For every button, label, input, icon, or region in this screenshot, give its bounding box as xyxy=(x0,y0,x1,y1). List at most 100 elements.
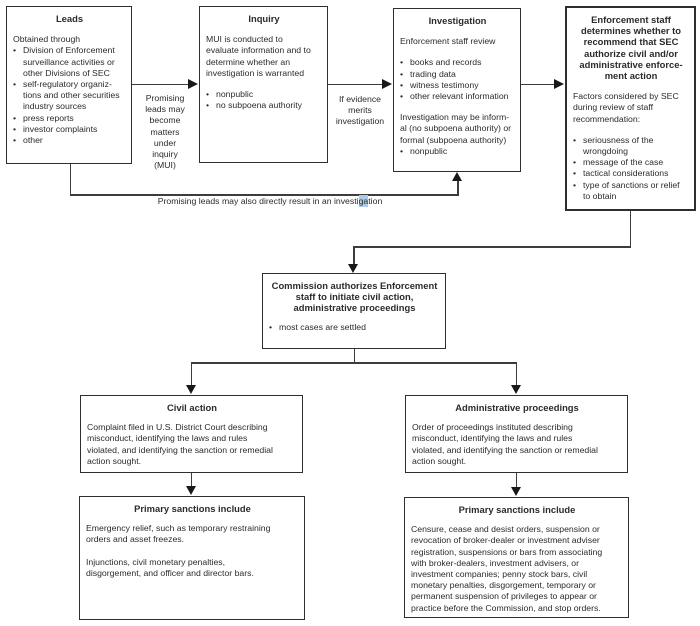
sanctions-admin-box: Primary sanctions include Censure, cease… xyxy=(404,497,629,618)
investigation-bullet-list: • books and records • trading data • witnes… xyxy=(400,57,515,102)
list-item-text: Division of Enforcement surveillance act… xyxy=(23,45,115,78)
commission-title: Commission authorizes Enforcement staff … xyxy=(271,280,438,314)
sanctions-civil-box: Primary sanctions include Emergency reli… xyxy=(79,496,305,620)
leads-title: Leads xyxy=(55,13,84,24)
bullet-marker: • xyxy=(573,157,577,168)
list-item-text: nonpublic xyxy=(216,89,254,100)
enforcement-intro: Factors considered by SEC during review … xyxy=(573,91,679,124)
list-item: • seriousness of the wrongdoing xyxy=(573,135,689,157)
sanctions-admin-title: Primary sanctions include xyxy=(458,504,576,515)
list-item: •tactical considerations xyxy=(573,168,689,179)
investigation-box: Investigation Enforcement staff review •… xyxy=(393,8,521,172)
bullet-marker: • xyxy=(573,134,577,145)
arrowhead-inquiry-investigation-icon xyxy=(382,78,392,89)
label-bypass-pre: Promising leads may also directly result… xyxy=(157,196,359,206)
connector-commission-down xyxy=(353,349,355,364)
enforcement-title: Enforcement staff determines whether to … xyxy=(579,14,683,82)
sanctions-civil-body: Emergency relief, such as temporary rest… xyxy=(86,523,271,579)
list-item: • message of the case xyxy=(573,157,689,168)
arrowhead-commission-icon xyxy=(348,264,358,273)
bullet-marker: • xyxy=(573,179,577,190)
civil-action-title: Civil action xyxy=(166,402,217,413)
bullet-marker: • xyxy=(13,112,17,123)
list-item-text: no subpoena authority xyxy=(216,100,302,111)
list-item-text: witness testimony xyxy=(410,79,479,90)
bullet-marker: • xyxy=(13,123,17,134)
connector-leads-inquiry xyxy=(132,83,189,85)
bullet-marker: • xyxy=(573,168,577,179)
bullet-marker: • xyxy=(400,79,404,90)
list-item: • Division of Enforcement surveillance ac… xyxy=(13,45,126,79)
list-item: • no subpoena authority xyxy=(206,100,322,111)
leads-box: Leads Obtained through • Division of Enfo… xyxy=(6,6,132,164)
label-inquiry-to-investigation: If evidence merits investigation xyxy=(335,94,385,127)
list-item: •press reports xyxy=(13,113,126,124)
arrowhead-leads-inquiry-icon xyxy=(188,78,198,89)
connector-branch-across xyxy=(190,362,517,364)
sanctions-admin-body: Censure, cease and desist orders, suspen… xyxy=(411,524,603,613)
list-item: • other relevant information xyxy=(400,91,515,102)
connector-enforcement-across xyxy=(353,246,631,248)
inquiry-bullet-list: • nonpublic • no subpoena authority xyxy=(206,89,322,111)
connector-bypass-down xyxy=(69,164,71,196)
label-leads-to-inquiry: Promising leads may become matters under… xyxy=(145,93,185,171)
list-item-text: other xyxy=(23,135,43,146)
enforcement-staff-box: Enforcement staff determines whether to … xyxy=(565,6,696,211)
admin-proceedings-body: Order of proceedings instituted describi… xyxy=(412,422,598,466)
list-item: • most cases are settled xyxy=(269,322,440,333)
admin-proceedings-title: Administrative proceedings xyxy=(455,402,579,413)
arrowhead-civil-sanctions-icon xyxy=(185,486,196,495)
leads-intro: Obtained through xyxy=(13,34,81,45)
connector-enforcement-down xyxy=(629,211,631,248)
list-item: •nonpublic xyxy=(400,146,515,157)
list-item-text: type of sanctions or relief to obtain xyxy=(583,179,680,201)
commission-bullet-list: • most cases are settled xyxy=(269,322,440,333)
civil-action-box: Civil action Complaint filed in U.S. Dis… xyxy=(80,395,303,473)
bullet-marker: • xyxy=(400,57,404,68)
inquiry-box: Inquiry MUI is conducted to evaluate inf… xyxy=(199,6,328,163)
investigation-title: Investigation xyxy=(428,15,487,26)
list-item: •self-regulatory organiz- tions and othe… xyxy=(13,79,126,113)
arrowhead-admin-icon xyxy=(510,385,521,394)
arrowhead-civil-icon xyxy=(185,385,196,394)
list-item-text: other relevant information xyxy=(410,91,509,102)
label-bypass-selection: ga xyxy=(358,195,369,207)
enforcement-bullet-list: • seriousness of the wrongdoing • message … xyxy=(573,135,689,202)
list-item-text: most cases are settled xyxy=(279,321,366,332)
bullet-marker: • xyxy=(13,79,17,90)
connector-admin-sanctions xyxy=(515,473,517,488)
connector-branch-admin xyxy=(515,362,517,386)
bullet-marker: • xyxy=(269,321,273,332)
investigation-bullet-list-2: •nonpublic xyxy=(400,146,515,157)
list-item-text: message of the case xyxy=(583,157,664,168)
investigation-intro: Enforcement staff review xyxy=(400,36,496,47)
sanctions-civil-title: Primary sanctions include xyxy=(134,503,251,514)
bullet-marker: • xyxy=(13,45,17,56)
list-item-text: books and records xyxy=(410,57,482,68)
leads-bullet-list: • Division of Enforcement surveillance ac… xyxy=(13,45,126,146)
list-item-text: trading data xyxy=(410,68,456,79)
commission-box: Commission authorizes Enforcement staff … xyxy=(262,273,446,349)
bullet-marker: • xyxy=(400,68,404,79)
connector-civil-sanctions xyxy=(190,473,192,487)
list-item: • type of sanctions or relief to obtain xyxy=(573,180,689,202)
inquiry-title: Inquiry xyxy=(248,13,280,24)
connector-bypass-up xyxy=(457,181,459,196)
connector-inquiry-investigation xyxy=(328,83,383,85)
bullet-marker: • xyxy=(206,89,210,100)
arrowhead-investigation-enforcement-icon xyxy=(554,78,564,89)
arrowhead-bypass-investigation-icon xyxy=(452,172,462,181)
list-item-text: seriousness of the wrongdoing xyxy=(583,134,654,157)
bullet-marker: • xyxy=(206,100,210,111)
list-item: • trading data xyxy=(400,69,515,80)
bullet-marker: • xyxy=(400,91,404,102)
connector-enforcement-commission xyxy=(353,246,355,265)
investigation-body2: Investigation may be inform- al (no subp… xyxy=(400,112,512,145)
connector-bypass-across xyxy=(69,194,459,196)
connector-branch-civil xyxy=(190,362,192,386)
list-item: • nonpublic xyxy=(206,89,322,100)
list-item: • books and records xyxy=(400,57,515,68)
label-bypass: Promising leads may also directly result… xyxy=(105,195,435,207)
bullet-marker: • xyxy=(400,145,404,156)
